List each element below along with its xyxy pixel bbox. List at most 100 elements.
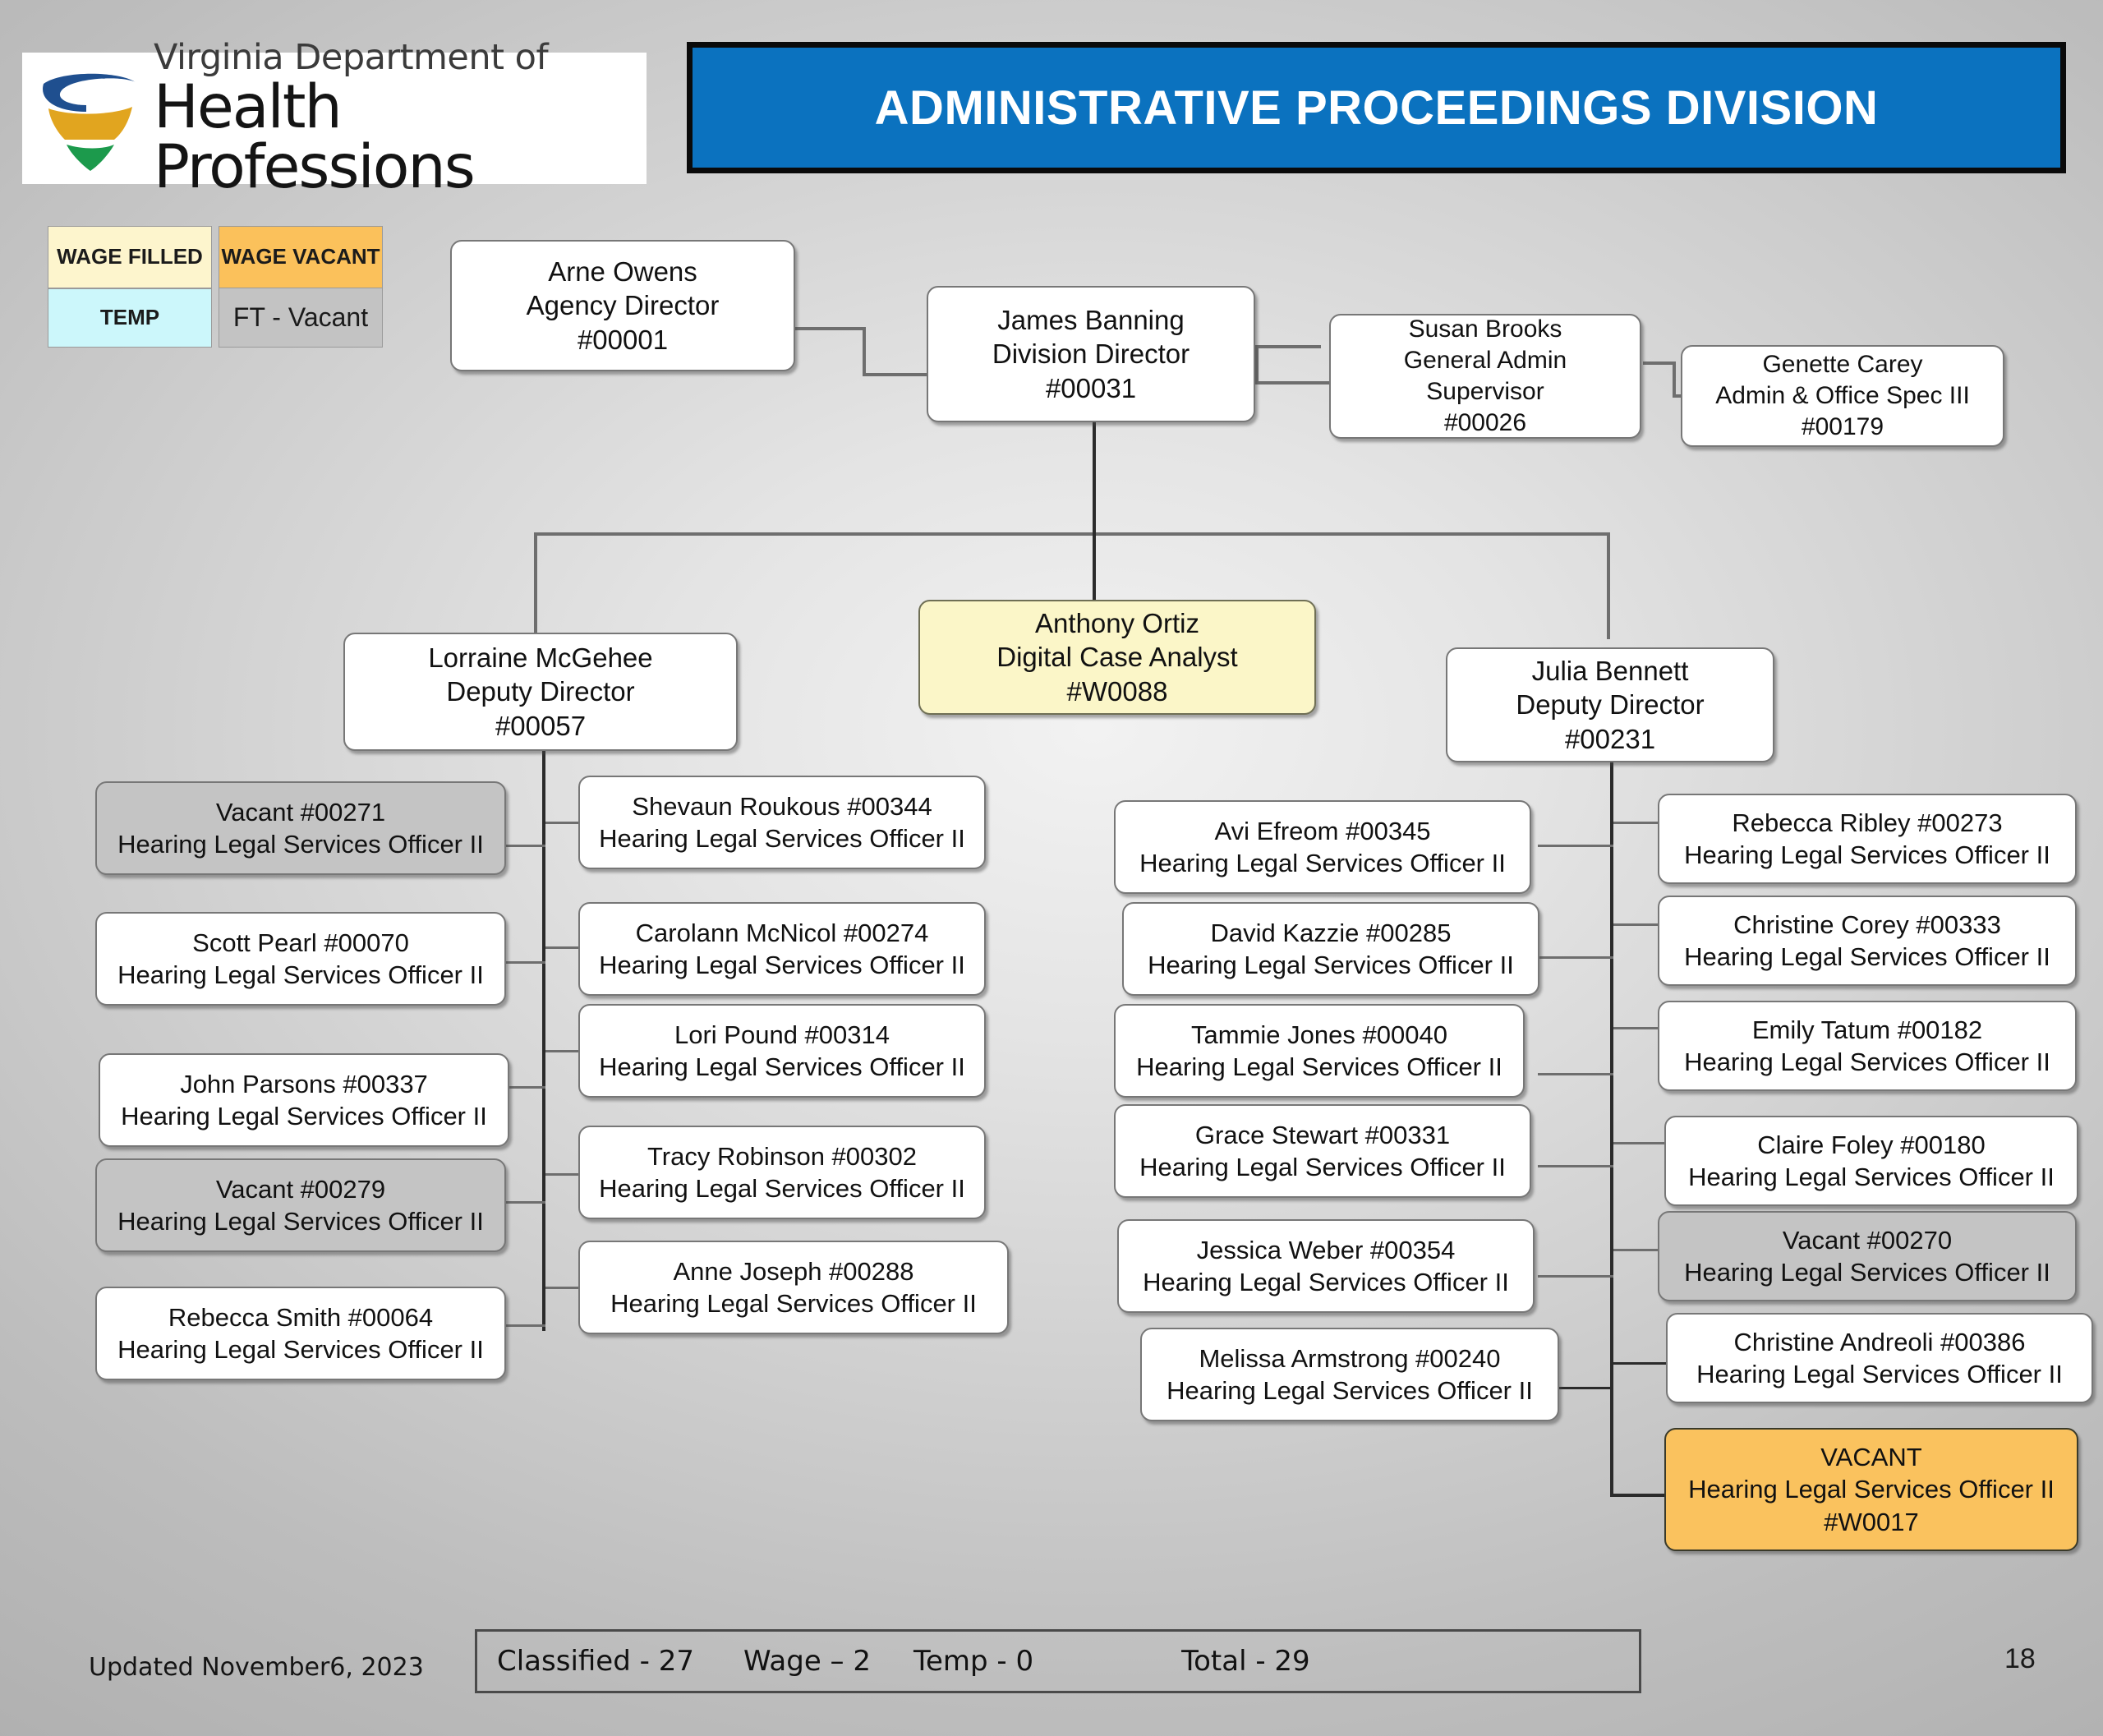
connector-bus-center-drop (1093, 532, 1096, 605)
staff-box[interactable]: Tracy Robinson #00302 Hearing Legal Serv… (578, 1126, 986, 1219)
node-name: Genette Carey (1762, 351, 1923, 379)
connector-bus (534, 532, 1610, 536)
staff-box-wage-vacant[interactable]: VACANT Hearing Legal Services Officer II… (1664, 1428, 2078, 1551)
node-id: #00031 (1045, 372, 1137, 403)
node-title: Digital Case Analyst (996, 642, 1238, 673)
staff-box[interactable]: Melissa Armstrong #00240 Hearing Legal S… (1140, 1328, 1559, 1421)
page-number: 18 (2004, 1643, 2036, 1674)
connector-right-stub-12 (1613, 1249, 1666, 1251)
staff-box[interactable]: Vacant #00279 Hearing Legal Services Off… (95, 1158, 506, 1252)
connector-left-stub-7 (545, 946, 578, 949)
node-id: #00179 (1801, 412, 1884, 440)
node-id: #00057 (495, 710, 587, 741)
staff-box[interactable]: Anne Joseph #00288 Hearing Legal Service… (578, 1241, 1009, 1334)
connector-right-stub-4 (1538, 1165, 1613, 1167)
logo-line-2: Health Professions (154, 71, 476, 202)
staff-name: Tracy Robinson #00302 (647, 1141, 917, 1171)
staff-title: Hearing Legal Services Officer II (1139, 1153, 1506, 1181)
staff-title: Hearing Legal Services Officer II (1143, 1268, 1509, 1296)
staff-box[interactable]: Christine Andreoli #00386 Hearing Legal … (1666, 1313, 2093, 1403)
staff-box[interactable]: Scott Pearl #00070 Hearing Legal Service… (95, 912, 506, 1006)
staff-name: John Parsons #00337 (180, 1069, 428, 1098)
staff-title: Hearing Legal Services Officer II (599, 1052, 965, 1081)
connector-bus-right-drop (1607, 532, 1610, 639)
staff-name: Emily Tatum #00182 (1751, 1015, 1983, 1044)
connector-left-spine (542, 739, 545, 1331)
connector-owens-drop (863, 327, 866, 376)
node-title-2: Supervisor (1426, 378, 1544, 405)
node-digital-case-analyst[interactable]: Anthony Ortiz Digital Case Analyst #W008… (918, 600, 1316, 715)
node-title: Deputy Director (446, 676, 635, 707)
staff-box[interactable]: Carolann McNicol #00274 Hearing Legal Se… (578, 902, 986, 996)
staff-name: Anne Joseph #00288 (673, 1256, 914, 1286)
node-name: Susan Brooks (1408, 315, 1562, 343)
node-division-director[interactable]: James Banning Division Director #00031 (927, 286, 1255, 422)
node-general-admin-supervisor[interactable]: Susan Brooks General Admin Supervisor #0… (1329, 314, 1641, 439)
connector-left-stub-1 (499, 845, 545, 847)
node-agency-director[interactable]: Arne Owens Agency Director #00001 (450, 240, 795, 371)
staff-title: Hearing Legal Services Officer II (1684, 1258, 2050, 1287)
staff-name: Melissa Armstrong #00240 (1199, 1343, 1501, 1373)
connector-left-stub-6 (545, 822, 578, 824)
staff-title: Hearing Legal Services Officer II (1136, 1052, 1502, 1081)
staff-box[interactable]: Tammie Jones #00040 Hearing Legal Servic… (1114, 1004, 1525, 1098)
staff-box[interactable]: Rebecca Ribley #00273 Hearing Legal Serv… (1658, 794, 2077, 884)
updated-date: Updated November6, 2023 (89, 1653, 424, 1682)
staff-name: VACANT (1820, 1443, 1922, 1472)
staff-box[interactable]: Emily Tatum #00182 Hearing Legal Service… (1658, 1001, 2077, 1091)
node-admin-office-spec[interactable]: Genette Carey Admin & Office Spec III #0… (1681, 345, 2004, 447)
staff-box[interactable]: Shevaun Roukous #00344 Hearing Legal Ser… (578, 776, 986, 869)
staff-name: Avi Efreom #00345 (1214, 816, 1431, 845)
staff-box[interactable]: David Kazzie #00285 Hearing Legal Servic… (1122, 902, 1539, 996)
staff-box[interactable]: Grace Stewart #00331 Hearing Legal Servi… (1114, 1104, 1531, 1198)
node-name: Arne Owens (548, 256, 697, 287)
staff-name: Scott Pearl #00070 (192, 928, 409, 957)
node-title: Division Director (992, 338, 1190, 370)
staff-box[interactable]: Rebecca Smith #00064 Hearing Legal Servi… (95, 1287, 506, 1380)
connector-banning-down (1093, 419, 1096, 536)
connector-to-brooks (1255, 381, 1329, 384)
staff-title: Hearing Legal Services Officer II (610, 1289, 977, 1318)
staff-box[interactable]: Claire Foley #00180 Hearing Legal Servic… (1664, 1116, 2078, 1206)
staff-box[interactable]: John Parsons #00337 Hearing Legal Servic… (99, 1053, 509, 1147)
connector-brooks-right (1643, 361, 1676, 365)
staff-name: Vacant #00270 (1782, 1225, 1953, 1255)
staff-title: Hearing Legal Services Officer II (1684, 840, 2050, 869)
staff-box[interactable]: Avi Efreom #00345 Hearing Legal Services… (1114, 800, 1531, 894)
connector-right-stub-11 (1613, 1142, 1666, 1144)
legend-ft-vacant: FT - Vacant (219, 288, 383, 348)
vdhp-shield-icon (37, 66, 142, 171)
staff-box[interactable]: Christine Corey #00333 Hearing Legal Ser… (1658, 896, 2077, 986)
staff-box[interactable]: Vacant #00271 Hearing Legal Services Off… (95, 781, 506, 875)
staff-title: Hearing Legal Services Officer II (117, 830, 484, 859)
staff-box[interactable]: Lori Pound #00314 Hearing Legal Services… (578, 1004, 986, 1098)
staff-box[interactable]: Jessica Weber #00354 Hearing Legal Servi… (1117, 1219, 1535, 1313)
node-name: Julia Bennett (1531, 655, 1689, 686)
connector-left-stub-2 (499, 961, 545, 964)
staff-title: Hearing Legal Services Officer II (1696, 1360, 2063, 1388)
node-id: #00231 (1564, 723, 1656, 754)
staff-name: Carolann McNicol #00274 (635, 918, 929, 947)
connector-right-stub-13 (1613, 1362, 1666, 1365)
staff-name: Claire Foley #00180 (1757, 1130, 1986, 1159)
total-temp: Temp - 0 (913, 1645, 1034, 1678)
legend: WAGE FILLED TEMP WAGE VACANT FT - Vacant (48, 226, 383, 348)
staff-name: Vacant #00279 (215, 1174, 386, 1204)
total-all: Total - 29 (1181, 1645, 1310, 1678)
node-deputy-director-right[interactable]: Julia Bennett Deputy Director #00231 (1446, 647, 1774, 762)
node-deputy-director-left[interactable]: Lorraine McGehee Deputy Director #00057 (343, 633, 738, 751)
total-classified: Classified - 27 (497, 1645, 694, 1678)
connector-left-stub-5 (499, 1324, 545, 1327)
staff-id: #W0017 (1824, 1507, 1919, 1536)
staff-box[interactable]: Vacant #00270 Hearing Legal Services Off… (1658, 1211, 2077, 1301)
connector-left-stub-4 (499, 1201, 545, 1204)
node-title: Admin & Office Spec III (1715, 382, 1970, 410)
staff-name: Lori Pound #00314 (674, 1020, 890, 1049)
connector-right-stub-9 (1613, 923, 1666, 926)
legend-wage-vacant: WAGE VACANT (219, 226, 383, 288)
node-id: #00001 (577, 324, 669, 355)
node-name: James Banning (997, 304, 1185, 335)
legend-temp: TEMP (48, 288, 212, 348)
connector-owens-right (795, 327, 866, 330)
